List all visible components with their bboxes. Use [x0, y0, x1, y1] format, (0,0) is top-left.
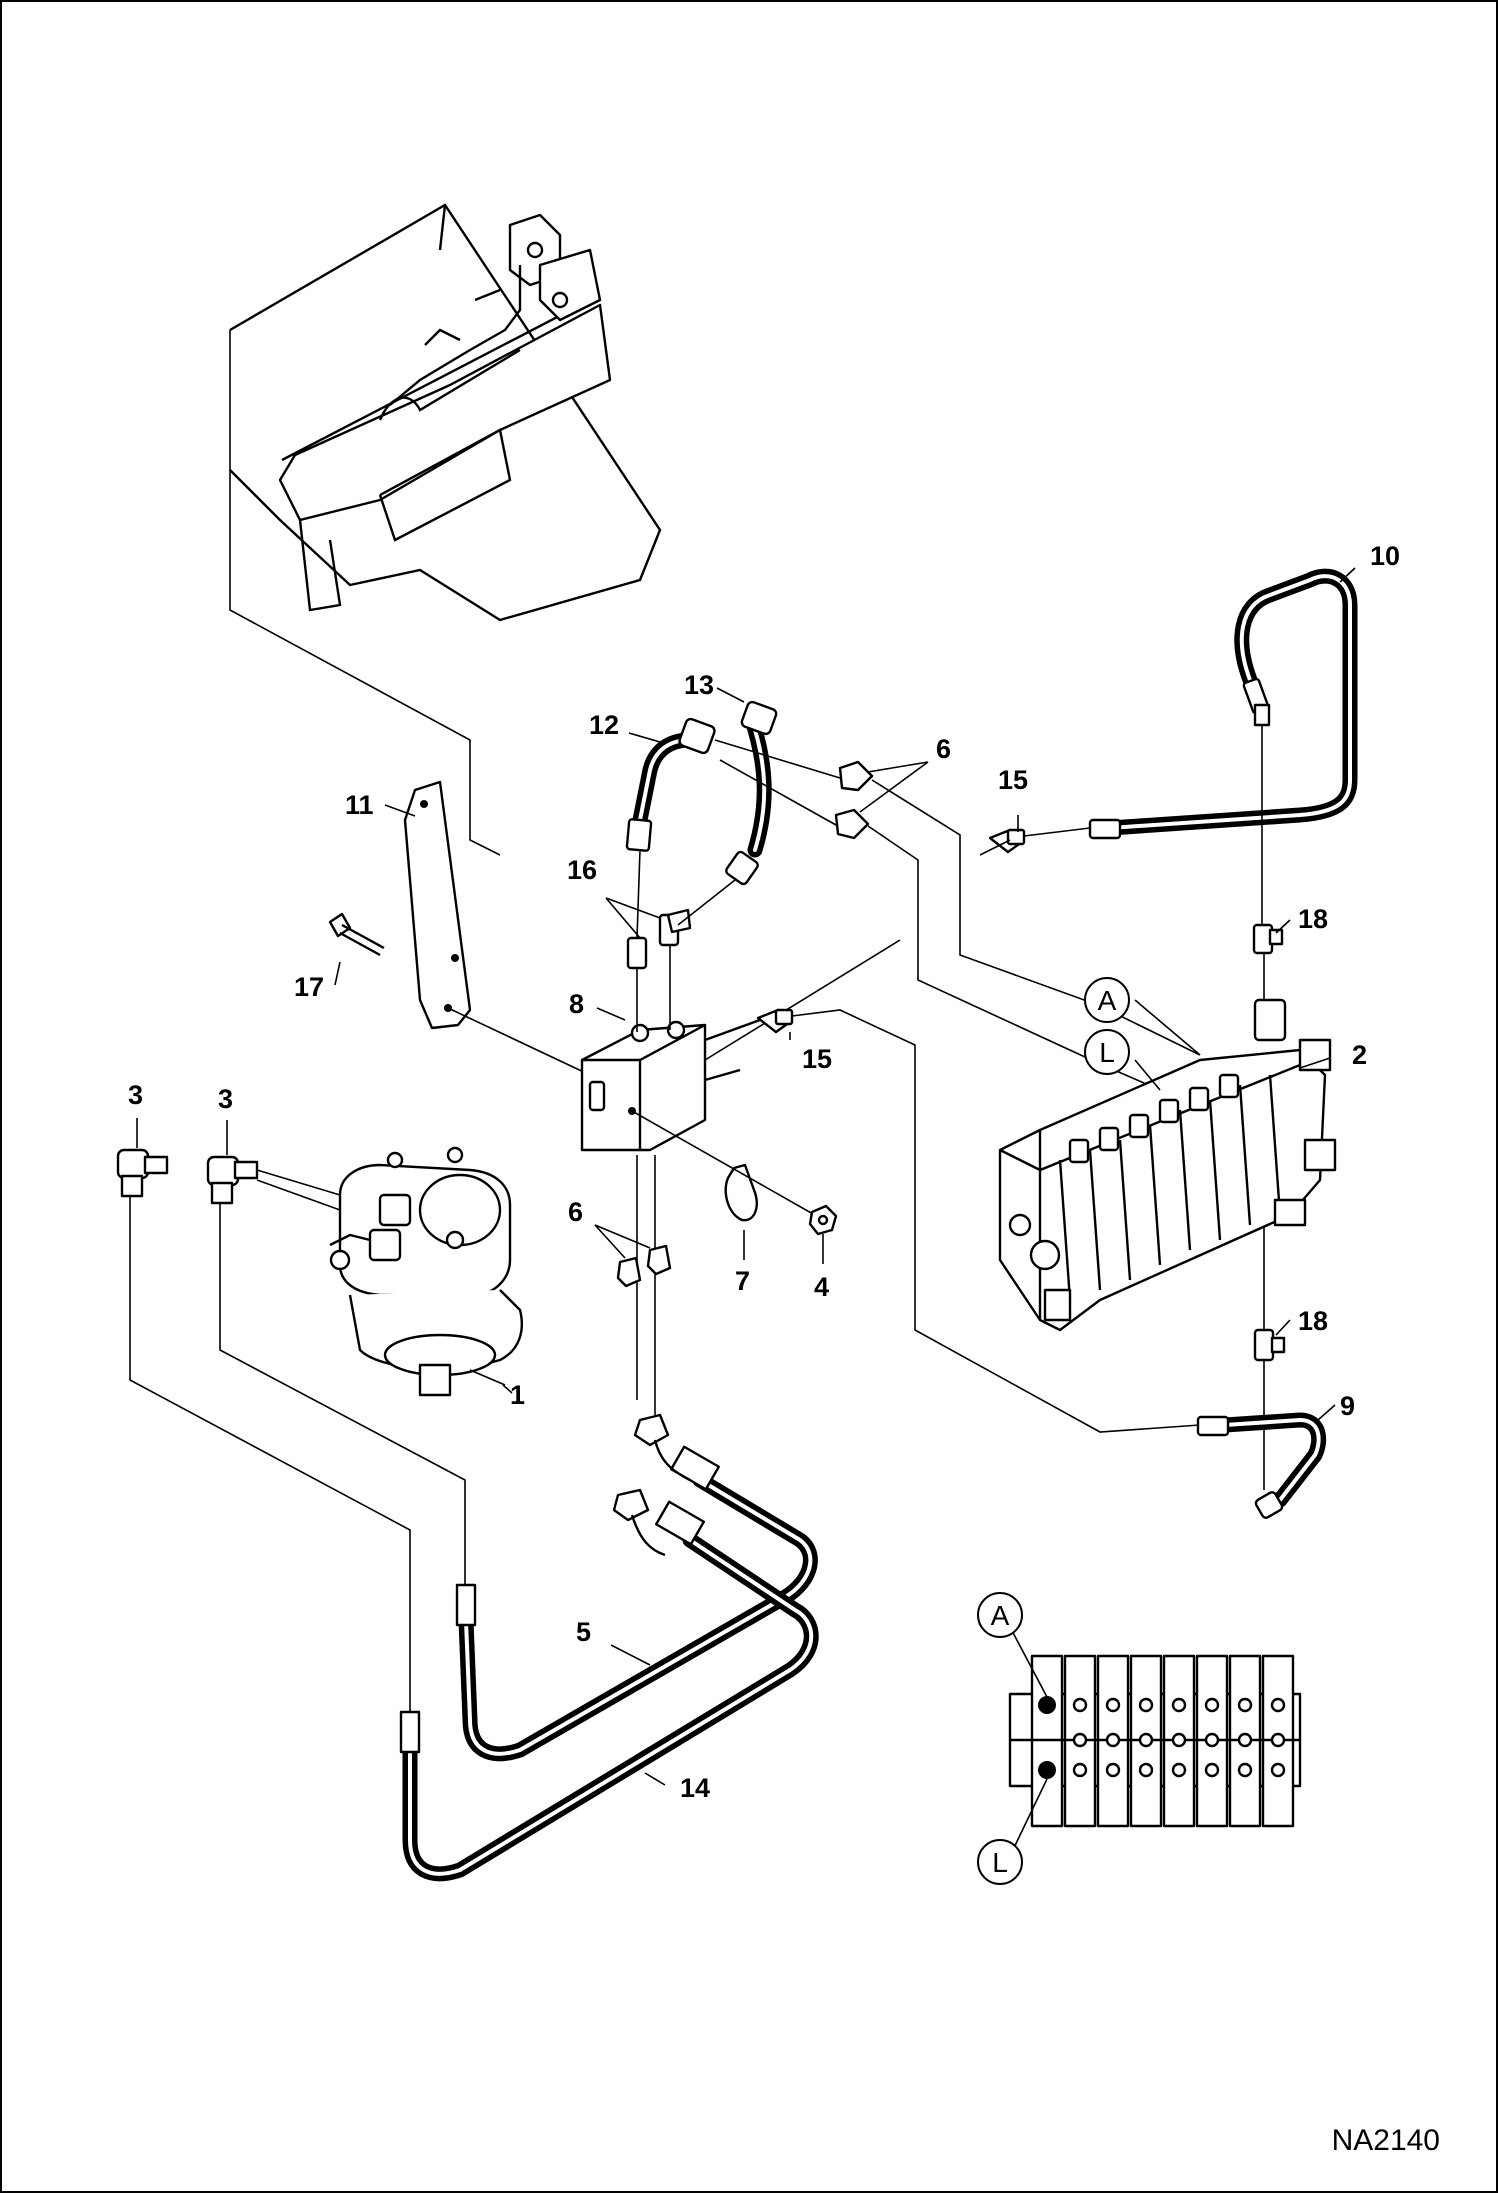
hose-routing-lines-left: [129, 1155, 656, 1712]
callout-3-left: 3: [128, 1080, 143, 1110]
fitting-18-upper: [1252, 923, 1284, 1000]
callout-2: 2: [1352, 1040, 1367, 1070]
control-valve-2: [998, 998, 1337, 1332]
callout-13: 13: [684, 670, 714, 700]
port-marker-a-inset: A: [977, 1592, 1023, 1638]
hose-routing-lines-upper: [867, 779, 1201, 1091]
drawing-number: NA2140: [1332, 2124, 1440, 2157]
callout-4: 4: [814, 1272, 829, 1302]
hose-9: [1196, 1412, 1327, 1519]
machine-frame-detail: [229, 203, 662, 856]
fitting-18-lower: [1253, 1225, 1286, 1490]
callout-6-lower: 6: [568, 1197, 583, 1227]
callout-3-right: 3: [218, 1084, 233, 1114]
port-marker-a-main: A: [1084, 977, 1130, 1023]
fitting-15-middle: [756, 1008, 1201, 1433]
leader-lines: [136, 567, 1356, 1786]
callout-15-upper: 15: [998, 765, 1028, 795]
hose-5: [455, 1445, 818, 1762]
clamp-7: [631, 1110, 821, 1222]
adapter-6-lower: [616, 1244, 672, 1288]
callout-15-middle: 15: [802, 1044, 832, 1074]
hose-12: [625, 717, 716, 939]
fitting-3-right: [206, 1155, 341, 1211]
fitting-16: [626, 908, 692, 1032]
adapter-6-upper: [714, 739, 874, 840]
bracket-11: [403, 780, 591, 1076]
callout-5: 5: [576, 1617, 591, 1647]
fitting-3-left: [116, 1148, 169, 1198]
callout-14: 14: [680, 1773, 710, 1803]
callout-6-upper: 6: [936, 734, 951, 764]
callout-1: 1: [510, 1380, 525, 1410]
callout-12: 12: [589, 710, 619, 740]
valve-block-8: [580, 939, 901, 1152]
inset-valve-detail: [1008, 1626, 1302, 1857]
callout-18-upper: 18: [1298, 904, 1328, 934]
callout-16: 16: [567, 855, 597, 885]
callout-18-lower: 18: [1298, 1306, 1328, 1336]
inset-ports: [1038, 1696, 1286, 1779]
callout-10: 10: [1370, 541, 1400, 571]
bolt-17: [328, 912, 385, 957]
port-marker-l-main-label: L: [1099, 1037, 1115, 1068]
port-marker-l-inset-label: L: [992, 1847, 1008, 1878]
hose-10: [1023, 568, 1358, 925]
port-marker-l-main: L: [1084, 1029, 1130, 1075]
nut-4: [808, 1204, 838, 1236]
hose-end-fittings-lower: [612, 1413, 691, 1557]
motor-1: [329, 1146, 523, 1397]
callout-11: 11: [345, 790, 374, 820]
callout-7: 7: [735, 1266, 750, 1296]
hose-13: [677, 700, 778, 926]
callout-9: 9: [1340, 1391, 1355, 1421]
port-marker-l-inset: L: [977, 1839, 1023, 1885]
fitting-15-upper: [979, 828, 1026, 856]
port-marker-a-inset-label: A: [991, 1600, 1010, 1631]
port-marker-a-main-label: A: [1098, 985, 1117, 1016]
hose-14: [399, 1500, 819, 1882]
callout-17: 17: [294, 972, 324, 1002]
callout-8: 8: [569, 989, 584, 1019]
callout-labels: 1 2 3 3 4 5 6 6 7 8 9 10 11 12 13 14 15 …: [128, 541, 1400, 1803]
